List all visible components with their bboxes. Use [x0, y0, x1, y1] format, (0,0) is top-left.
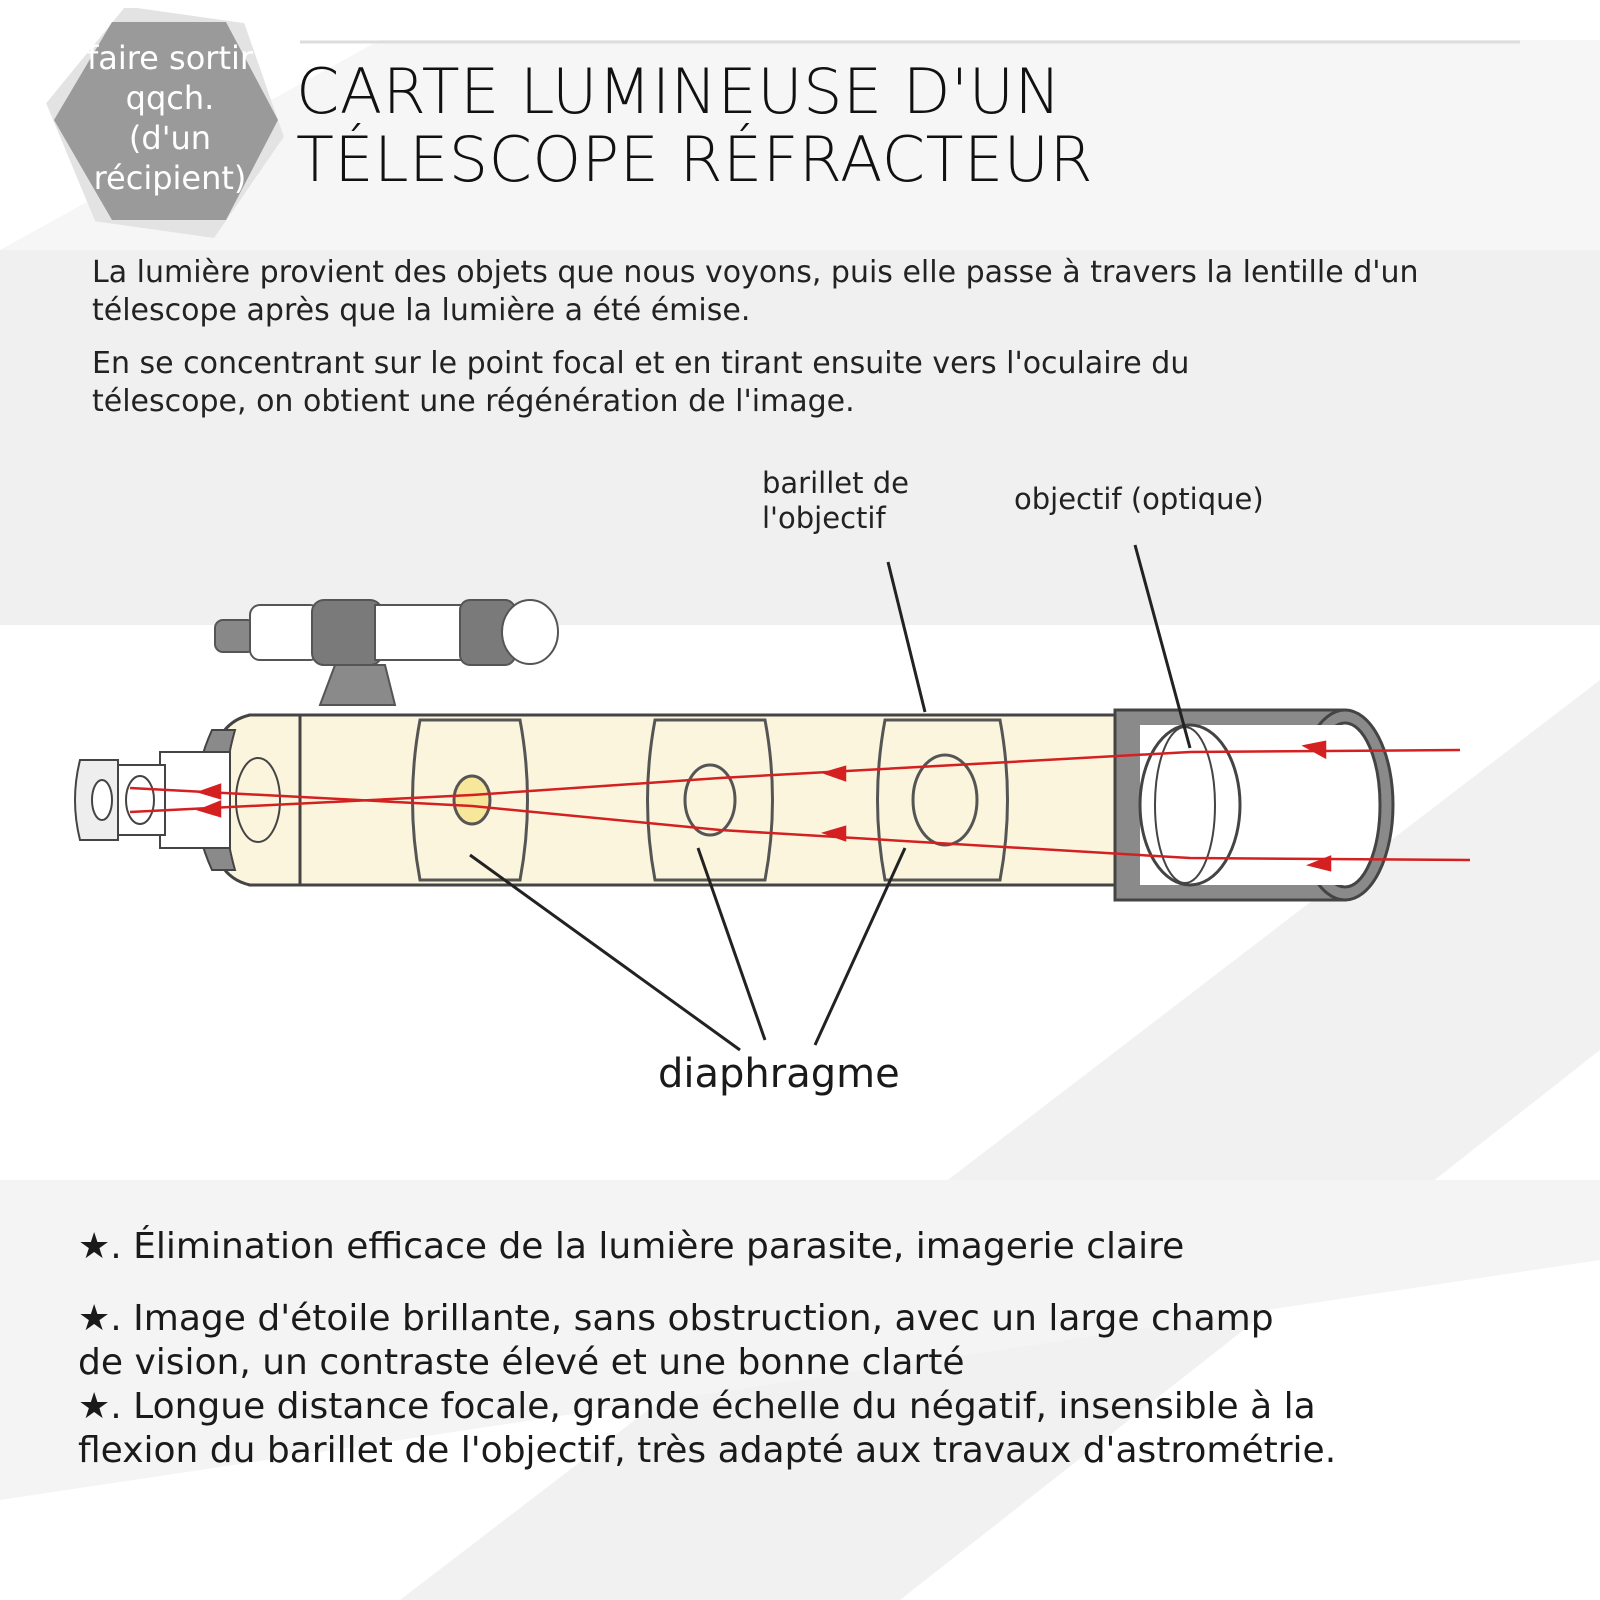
label-diaphragm: diaphragme — [658, 1051, 900, 1097]
diaphragms — [411, 718, 1009, 882]
feature-list: ★. Élimination efficace de la lumière pa… — [78, 1225, 1478, 1473]
feature-item: ★. Élimination efficace de la lumière pa… — [78, 1226, 1185, 1267]
badge-line: qqch. — [125, 79, 215, 117]
title-line-2: TÉLESCOPE RÉFRACTEUR — [296, 123, 1094, 196]
badge-hexagon — [46, 8, 284, 238]
objective-cell — [1113, 708, 1395, 902]
feature-item: ★. Longue distance focale, grande échell… — [78, 1386, 1337, 1471]
badge-line: récipient) — [93, 159, 247, 197]
label-objective-lens: objectif (optique) — [1014, 482, 1264, 516]
badge-line: faire sortir — [86, 39, 254, 77]
badge-line: (d'un — [128, 119, 212, 157]
leader-lines — [469, 544, 1192, 1052]
feature-item: ★. Image d'étoile brillante, sans obstru… — [78, 1298, 1274, 1383]
page-title: CARTE LUMINEUSE D'UN TÉLESCOPE RÉFRACTEU… — [296, 58, 1093, 194]
intro-paragraph-1: La lumière provient des objets que nous … — [92, 255, 1419, 328]
light-rays — [129, 740, 1471, 872]
title-line-1: CARTE LUMINEUSE D'UN — [296, 55, 1062, 128]
finder-scope — [214, 599, 559, 706]
badge-label: faire sortir qqch. (d'un récipient) — [70, 38, 270, 198]
label-objective-barrel: barillet de l'objectif — [762, 466, 909, 535]
intro-paragraph-2: En se concentrant sur le point focal et … — [92, 346, 1190, 419]
